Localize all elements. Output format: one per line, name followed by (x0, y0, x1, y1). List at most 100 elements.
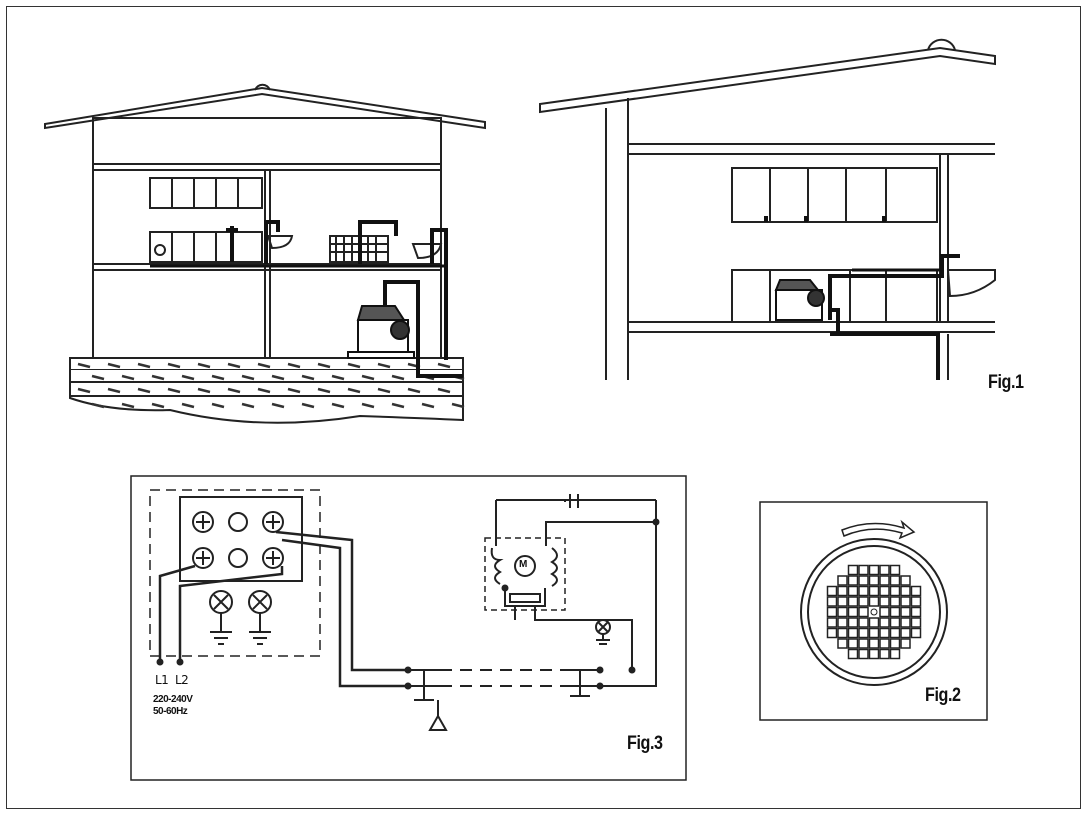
grille-cell (889, 596, 901, 607)
grille-cell (889, 585, 901, 597)
grille-cell (826, 606, 838, 618)
grille-cell (847, 606, 859, 618)
grille-cell (847, 638, 859, 649)
grille-cell (837, 596, 848, 607)
grille-cell (847, 617, 859, 628)
grille-cell (868, 648, 880, 660)
grille-cell (879, 575, 890, 586)
grille-cell (868, 585, 880, 597)
page-frame (6, 6, 1081, 809)
hatch-mark (91, 374, 105, 381)
grille-cell (868, 627, 880, 639)
hatch-mark (151, 374, 165, 381)
frequency-rating: 50-60Hz (153, 706, 188, 717)
hatch-mark (137, 362, 151, 369)
fig3-label: Fig.3 (627, 733, 663, 754)
hatch-mark (437, 387, 451, 394)
pipes-left (150, 220, 463, 378)
grille-cell (900, 627, 911, 639)
grille-cell (889, 648, 901, 660)
hatch-mark (391, 402, 405, 409)
grille-cell (847, 596, 859, 607)
grille-cell (910, 617, 922, 628)
grille-cell (837, 575, 848, 586)
hatch-mark (421, 402, 435, 409)
grille-cell (858, 627, 869, 639)
grille-cell (889, 575, 901, 586)
grille-cell (868, 596, 880, 607)
grille-cell (879, 617, 890, 628)
grille-cell (889, 606, 901, 618)
grille-cell (879, 638, 890, 649)
grille-cell (900, 638, 911, 649)
hatch-mark (271, 374, 285, 381)
hatch-mark (121, 374, 135, 381)
fig2-label: Fig.2 (925, 685, 961, 706)
pipes-right (764, 216, 960, 380)
hatch-mark (241, 402, 255, 409)
grille-cell (837, 606, 848, 618)
grille-cell (879, 564, 890, 576)
grille-cell (889, 617, 901, 628)
hatch-mark (197, 387, 211, 394)
grille-cell (889, 638, 901, 649)
wiring-diagram (130, 475, 687, 781)
terminal-l2-label: L2 (175, 673, 189, 687)
fig1-label: Fig.1 (988, 372, 1024, 393)
grille-cell (847, 648, 859, 660)
rotation-diagram (759, 501, 988, 721)
hatch-mark (301, 374, 315, 381)
hatch-mark (137, 387, 151, 394)
hatch-mark (391, 374, 405, 381)
hatch-mark (227, 362, 241, 369)
grille-cell (826, 585, 838, 597)
hatch-mark (181, 402, 195, 409)
hatch-mark (257, 387, 271, 394)
grille-cell (868, 638, 880, 649)
grille-cell (900, 585, 911, 597)
hatch-mark (347, 387, 361, 394)
grille-cell (858, 596, 869, 607)
hatch-mark (377, 362, 391, 369)
hatch-mark (301, 402, 315, 409)
hatch-mark (167, 387, 181, 394)
hatch-mark (107, 387, 121, 394)
grille-cell (879, 606, 890, 618)
grille-cell (868, 564, 880, 576)
grille-cell (858, 606, 869, 618)
hatch-mark (181, 374, 195, 381)
pump-right (774, 279, 825, 321)
grille-cell (826, 627, 838, 639)
hatch-mark (317, 387, 331, 394)
grille-cell (910, 596, 922, 607)
grille-cell (910, 606, 922, 618)
terminal-l1-label: L1 (155, 673, 169, 687)
grille-cell (879, 627, 890, 639)
voltage-rating: 220-240V (153, 694, 193, 705)
hatch-mark (377, 387, 391, 394)
hatch-mark (347, 362, 361, 369)
grille-cell (858, 585, 869, 597)
grille-cell (847, 627, 859, 639)
hatch-mark (121, 402, 135, 409)
grille-cell (826, 617, 838, 628)
motor-symbol: M (519, 559, 527, 570)
house-left-illustration (44, 83, 486, 424)
grille-cell (847, 575, 859, 586)
hatch-mark (91, 402, 105, 409)
hatch-mark (407, 387, 421, 394)
hatch-mark (331, 402, 345, 409)
grille-cell (858, 575, 869, 586)
grille-cell (900, 575, 911, 586)
shaft-center (870, 608, 878, 616)
hatch-mark (77, 362, 91, 369)
hatch-mark (151, 402, 165, 409)
grille-cell (847, 585, 859, 597)
hatch-mark (197, 362, 211, 369)
grille-cell (889, 564, 901, 576)
grille-cell (900, 606, 911, 618)
grille-cell (837, 638, 848, 649)
hatch-mark (257, 362, 271, 369)
hatch-mark (361, 402, 375, 409)
house-right-illustration (539, 38, 996, 380)
